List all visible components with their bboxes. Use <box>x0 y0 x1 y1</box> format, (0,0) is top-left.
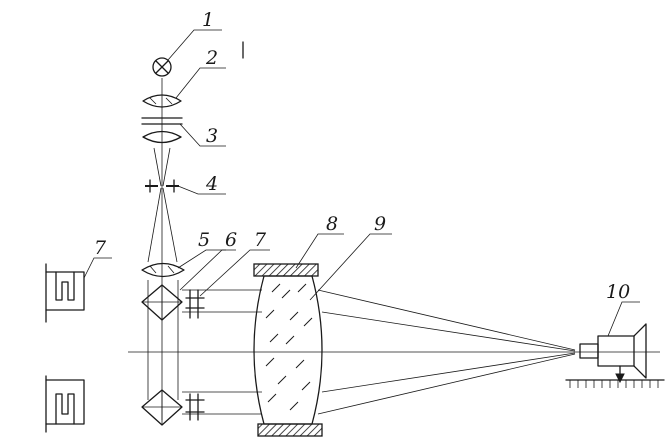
filter-plates <box>141 117 183 144</box>
label-1: 1 <box>202 9 214 31</box>
measuring-scale <box>565 379 665 388</box>
label-9: 9 <box>374 213 386 235</box>
aperture-diaphragm <box>145 179 179 193</box>
reference-mark-upper <box>45 263 85 323</box>
label-7-prism: 7 <box>254 229 267 251</box>
label-7-mark: 7 <box>94 237 107 259</box>
beam-diverge-right <box>162 187 178 263</box>
label-3: 3 <box>206 125 218 147</box>
converging-rays <box>317 289 576 415</box>
label-5: 5 <box>198 229 210 251</box>
test-object-upper <box>185 289 205 319</box>
lens-mount-bottom <box>257 423 323 437</box>
lens-mount-top <box>253 263 319 277</box>
label-6: 6 <box>225 229 237 251</box>
beam-cone-left <box>153 147 162 187</box>
label-10: 10 <box>606 281 630 303</box>
observation-microscope <box>579 323 647 384</box>
leader-lines <box>83 29 640 337</box>
upper-prism <box>141 284 183 321</box>
collimator-lens <box>141 262 185 278</box>
test-object-lower <box>185 393 205 421</box>
lower-prism <box>141 389 183 426</box>
label-8: 8 <box>326 213 338 235</box>
label-2: 2 <box>205 47 218 69</box>
reference-mark-lower <box>45 375 85 433</box>
condenser-lens <box>142 94 182 108</box>
beam-diverge-left <box>147 187 162 263</box>
light-source <box>152 57 172 77</box>
beam-cone-right <box>162 147 171 187</box>
label-4: 4 <box>205 173 218 195</box>
tested-lens <box>253 275 323 425</box>
